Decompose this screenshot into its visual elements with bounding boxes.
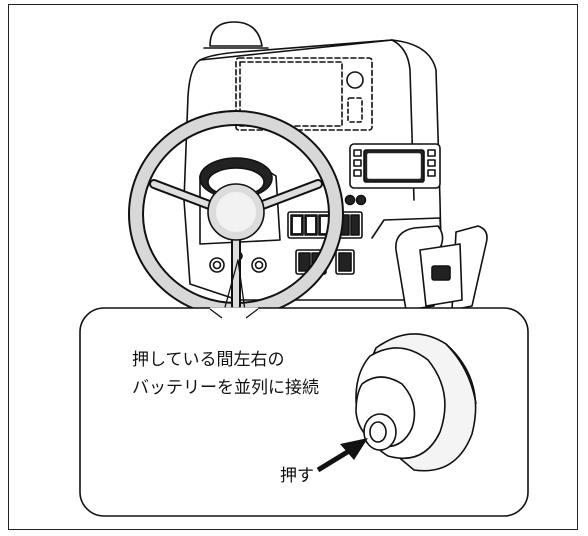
push-label: 押す xyxy=(280,466,314,486)
push-arrow xyxy=(316,438,368,473)
callout-line-2: バッテリーを並列に接続 xyxy=(132,378,319,398)
top-dome-light xyxy=(209,21,263,47)
throttle-control xyxy=(395,225,488,311)
push-button-closeup xyxy=(355,333,477,472)
key-switches xyxy=(209,257,267,273)
engine-display xyxy=(349,143,441,189)
rocker-switch-panel-left xyxy=(287,211,335,239)
plotter-knob xyxy=(346,71,364,89)
callout-line-1: 押している間左右の xyxy=(132,350,285,370)
